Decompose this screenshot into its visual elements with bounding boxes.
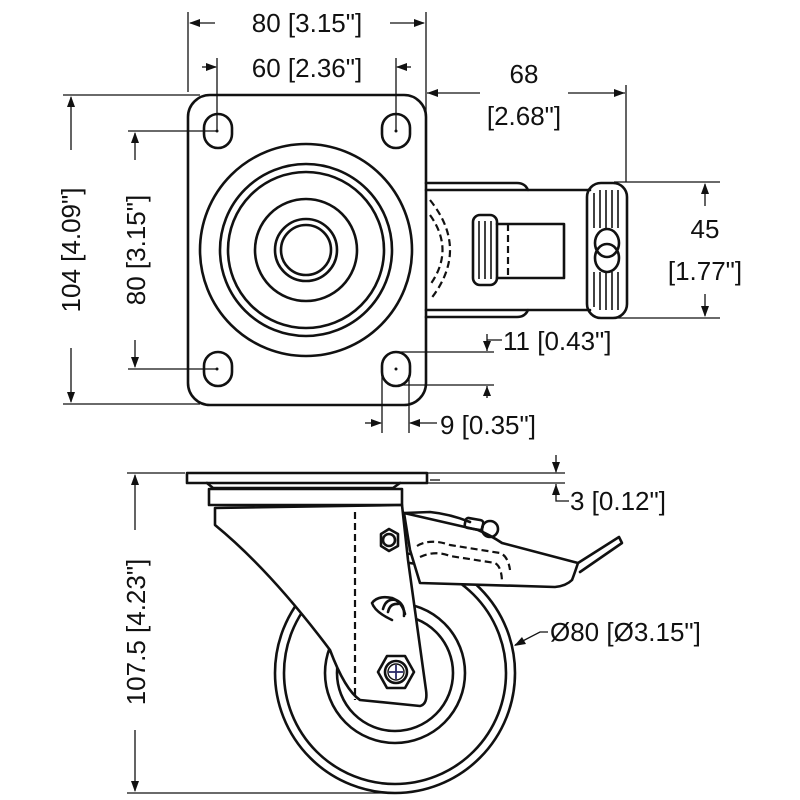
- mounting-plate: [186, 93, 428, 407]
- dim-brake-offset: 68: [510, 59, 539, 89]
- mounting-slots: [202, 112, 412, 388]
- side-view: [185, 471, 624, 795]
- dim-plate-length: 104 [4.09"]: [56, 188, 86, 313]
- swivel-ring-side: [207, 487, 404, 507]
- top-plate-side: [185, 471, 429, 485]
- dim-hole-spacing-x: 60 [2.36"]: [252, 53, 362, 83]
- dim-pedal-width-in: [1.77"]: [668, 256, 742, 286]
- dim-brake-offset-in: [2.68"]: [487, 101, 561, 131]
- dim-slot-length: 11 [0.43"]: [503, 326, 612, 356]
- slot-bottom-right: [380, 350, 412, 388]
- fork-leg: [213, 503, 428, 708]
- top-view: [186, 93, 629, 407]
- side-view-dimensions: 3 [0.12"] 107.5 [4.23"] Ø80 [Ø3.15"]: [121, 455, 701, 794]
- dim-plate-width: 80 [3.15"]: [252, 8, 362, 38]
- dim-overall-height: 107.5 [4.23"]: [121, 559, 151, 706]
- brake-housing-top: [424, 181, 592, 319]
- dim-hole-spacing-y: 80 [3.15"]: [121, 195, 151, 305]
- dim-plate-thickness: 3 [0.12"]: [570, 486, 666, 516]
- dim-pedal-width: 45: [691, 214, 720, 244]
- swivel-bearing-rings: [198, 142, 414, 358]
- brake-pedal-top: [585, 181, 629, 320]
- axle-nut: [376, 654, 416, 690]
- kingpin-nut: [379, 527, 400, 553]
- dim-wheel-diameter: Ø80 [Ø3.15"]: [550, 617, 701, 647]
- top-view-dimensions: 80 [3.15"] 60 [2.36"] 68 [2.68"] 45 [1.7…: [56, 8, 742, 440]
- dim-slot-width: 9 [0.35"]: [440, 410, 536, 440]
- brake-assembly-side: [402, 510, 624, 589]
